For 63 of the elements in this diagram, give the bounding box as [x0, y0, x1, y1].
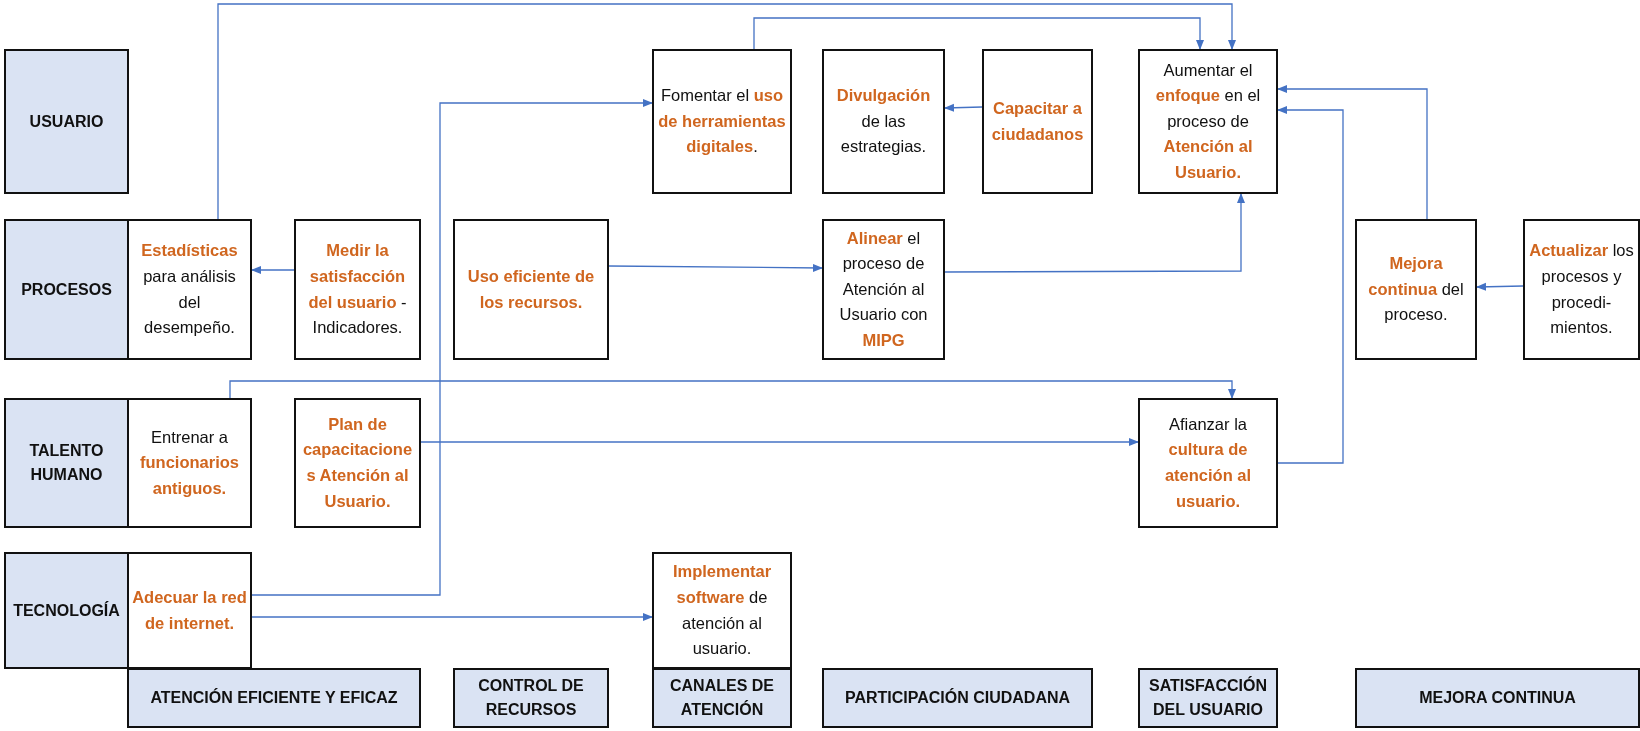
- box-text: Implementar software de atención al usuario.: [671, 561, 773, 660]
- box-text: Alinear el proceso de Atención al Usuario con MIPG: [838, 227, 929, 351]
- category-label: CONTROL DE RECURSOS: [477, 676, 585, 720]
- box-text: Entrenar a funcionarios antiguos.: [139, 426, 240, 499]
- connector-arrow: [1277, 85, 1428, 220]
- connector-arrow: [753, 17, 1204, 50]
- box-text: Medir la satisfacción del usuario - Indicadores.: [307, 240, 408, 339]
- process-box: [1138, 49, 1278, 194]
- connector-arrow: [217, 3, 1236, 220]
- category-label: TECNOLOGÍA: [13, 600, 120, 621]
- connector-arrow: [251, 613, 653, 621]
- box-text: Divulgación de las estrategias.: [835, 85, 932, 158]
- category-box: [822, 668, 1093, 728]
- category-box: [4, 398, 129, 528]
- box-text: Aumentar el enfoque en el proceso de Atención al Usuario.: [1154, 59, 1262, 183]
- process-box: [294, 398, 421, 528]
- category-label: PROCESOS: [21, 279, 112, 300]
- category-box: [1355, 668, 1640, 728]
- connector-arrow: [1277, 106, 1344, 464]
- process-box: [127, 552, 252, 669]
- process-box: [822, 219, 945, 360]
- connector-arrow: [1476, 282, 1524, 291]
- process-box: [982, 49, 1093, 194]
- box-text: Mejora continua del proceso.: [1367, 253, 1465, 326]
- connector-arrow: [944, 193, 1245, 273]
- category-box: [4, 552, 129, 669]
- category-label: TALENTO HUMANO: [28, 441, 105, 485]
- category-box: [4, 219, 129, 360]
- box-text: Adecuar la red de internet.: [132, 586, 247, 634]
- category-label: USUARIO: [29, 111, 104, 132]
- box-text: Afianzar la cultura de atención al usuario.: [1163, 413, 1253, 512]
- box-text: Uso eficiente de los recursos.: [466, 265, 596, 313]
- category-box: [1138, 668, 1278, 728]
- category-label: MEJORA CONTINUA: [1419, 688, 1576, 708]
- process-box: [652, 49, 792, 194]
- connector-arrow: [251, 99, 653, 596]
- process-box: [294, 219, 421, 360]
- category-label: PARTICIPACIÓN CIUDADANA: [844, 687, 1071, 708]
- category-label: SATISFACCIÓN DEL USUARIO: [1148, 675, 1268, 720]
- connector-arrow: [420, 438, 1139, 446]
- box-text: Capacitar a ciudadanos: [990, 97, 1085, 145]
- process-box: [127, 398, 252, 528]
- connector-arrow: [944, 103, 983, 112]
- process-box: [127, 219, 252, 360]
- process-box: [1138, 398, 1278, 528]
- category-label: ATENCIÓN EFICIENTE Y EFICAZ: [150, 687, 398, 708]
- connector-arrow: [229, 380, 1236, 399]
- category-box: [453, 668, 609, 728]
- category-box: [4, 49, 129, 194]
- process-box: [1523, 219, 1640, 360]
- connector-arrow: [608, 263, 823, 272]
- box-text: Plan de capacitaciones Atención al Usuario.: [301, 413, 414, 512]
- process-box: [822, 49, 945, 194]
- box-text: Fomentar el uso de herramientas digitales.: [657, 85, 787, 158]
- box-text: Estadísticas para análisis del desempeño.: [140, 240, 239, 339]
- box-text: Actualizar los procesos y procedi-mientos.: [1528, 240, 1635, 339]
- process-box: [453, 219, 609, 360]
- process-box: [652, 552, 792, 669]
- category-box: [652, 668, 792, 728]
- connector-arrow: [251, 266, 295, 274]
- category-box: [127, 668, 421, 728]
- category-label: CANALES DE ATENCIÓN: [669, 676, 775, 720]
- process-box: [1355, 219, 1477, 360]
